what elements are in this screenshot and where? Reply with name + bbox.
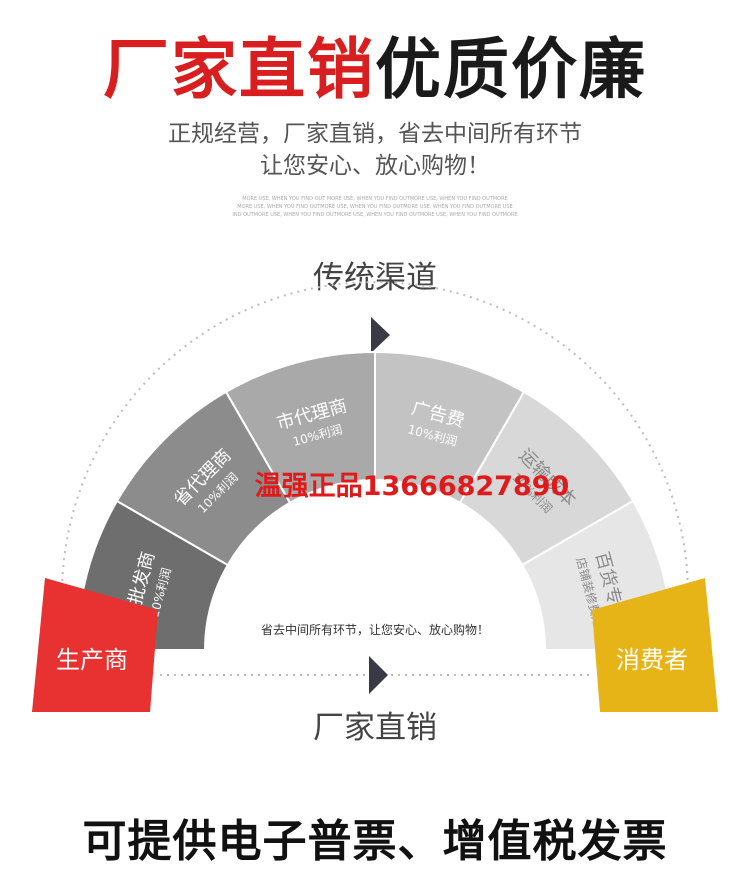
- traditional-channel-label: 传统渠道: [313, 260, 437, 296]
- consumer-label: 消费者: [616, 646, 688, 674]
- headline-red: 厂家直销: [103, 31, 375, 108]
- watermark-text: 温强正品13666827890: [255, 471, 570, 502]
- fine-print-1: MORE USE, WHEN YOU FIND OUT MORE USE, WH…: [242, 196, 508, 202]
- producer-block: [32, 578, 158, 712]
- fine-print-3: IND OUTMORE USE, WHEN YOU FIND OUTMORE U…: [232, 212, 518, 218]
- subtitle-line2: 让您安心、放心购物！: [260, 153, 490, 179]
- headline: 厂家直销优质价廉: [0, 30, 750, 110]
- headline-black: 优质价廉: [375, 31, 647, 108]
- invoice-text: 可提供电子普票、增值税发票: [82, 816, 668, 867]
- traditional-path-dotted-arc: [61, 281, 689, 596]
- traditional-arrow-icon: [371, 317, 390, 353]
- direct-arrow-icon: [369, 656, 388, 694]
- consumer-block: [592, 578, 718, 712]
- direct-sales-label: 厂家直销: [313, 710, 437, 746]
- direct-note: 省去中间所有环节，让您安心、放心购物！: [261, 622, 489, 637]
- producer-label: 生产商: [56, 646, 128, 674]
- fine-print-2: MORE USE, WHEN YOU FIND OUTMORE USE, WHE…: [237, 204, 513, 210]
- subtitle-line1: 正规经营，厂家直销，省去中间所有环节: [168, 121, 582, 147]
